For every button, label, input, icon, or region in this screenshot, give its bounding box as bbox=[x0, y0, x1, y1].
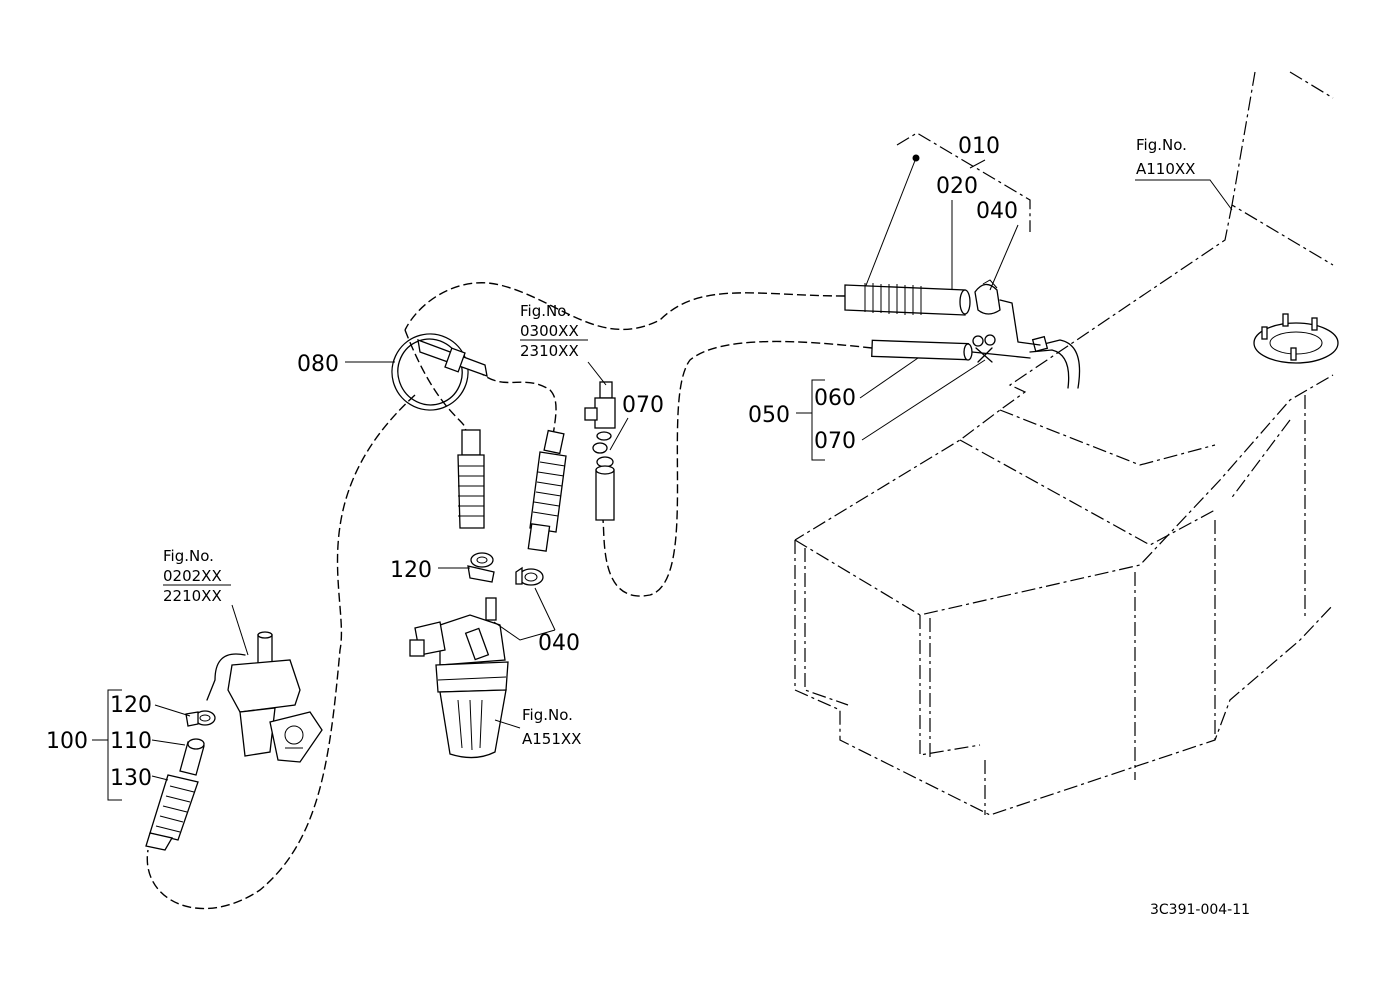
t-joint-fitting bbox=[584, 381, 616, 521]
label-080: 080 bbox=[297, 352, 339, 377]
label-020: 020 bbox=[936, 174, 978, 199]
label-120-mid: 120 bbox=[390, 558, 432, 583]
ref-0300xx-code-2: 2310XX bbox=[520, 342, 579, 360]
label-070-right: 070 bbox=[814, 429, 856, 454]
drawing-code: 3C391-004-11 bbox=[1150, 902, 1250, 918]
tank-outlet-pipes bbox=[1029, 335, 1081, 389]
ref-0300xx-code-1: 0300XX bbox=[520, 322, 579, 340]
label-040-top: 040 bbox=[976, 199, 1018, 224]
label-130: 130 bbox=[110, 766, 152, 791]
ref-0202xx-code-1: 0202XX bbox=[163, 567, 222, 585]
label-060: 060 bbox=[814, 386, 856, 411]
label-040-mid: 040 bbox=[538, 631, 580, 656]
label-010: 010 bbox=[958, 134, 1000, 159]
return-hose-060 bbox=[871, 334, 1031, 363]
ref-a151xx: Fig.No. A151XX bbox=[522, 706, 581, 748]
fuel-hose-right bbox=[527, 429, 567, 552]
leader-lines bbox=[92, 159, 1233, 801]
fuel-pump bbox=[206, 631, 323, 763]
ref-0202xx-code-2: 2210XX bbox=[163, 587, 222, 605]
ref-a151xx-code: A151XX bbox=[522, 730, 581, 748]
hose-clamp-120 bbox=[467, 552, 495, 583]
label-100: 100 bbox=[46, 729, 88, 754]
part-labels: 010 020 040 050 060 070 070 080 120 040 … bbox=[46, 134, 1018, 791]
ref-0202xx: Fig.No. 0202XX 2210XX bbox=[163, 547, 231, 605]
ref-a151xx-title: Fig.No. bbox=[522, 706, 573, 724]
label-050: 050 bbox=[748, 403, 790, 428]
cable-tie-080 bbox=[391, 333, 488, 411]
ref-0202xx-title: Fig.No. bbox=[163, 547, 214, 565]
label-110: 110 bbox=[110, 729, 152, 754]
fuel-line-routing bbox=[146, 282, 873, 910]
hose-assembly-100 bbox=[145, 710, 216, 851]
ref-a110xx: Fig.No. A110XX bbox=[1136, 136, 1195, 178]
ref-a110xx-code: A110XX bbox=[1136, 160, 1195, 178]
ref-0300xx: Fig.No. 0300XX 2310XX bbox=[520, 302, 588, 360]
fuel-tank bbox=[794, 71, 1339, 816]
ref-a110xx-title: Fig.No. bbox=[1136, 136, 1187, 154]
figure-references: Fig.No. A110XX Fig.No. 0300XX 2310XX Fig… bbox=[163, 136, 1195, 748]
fuel-filter bbox=[409, 597, 509, 759]
label-120-left: 120 bbox=[110, 693, 152, 718]
fuel-hose-left bbox=[457, 429, 485, 529]
label-070-mid: 070 bbox=[622, 393, 664, 418]
ref-0300xx-title: Fig.No. bbox=[520, 302, 571, 320]
hose-clamp-040 bbox=[515, 566, 544, 586]
fuel-hose-assembly-010 bbox=[844, 132, 1041, 346]
